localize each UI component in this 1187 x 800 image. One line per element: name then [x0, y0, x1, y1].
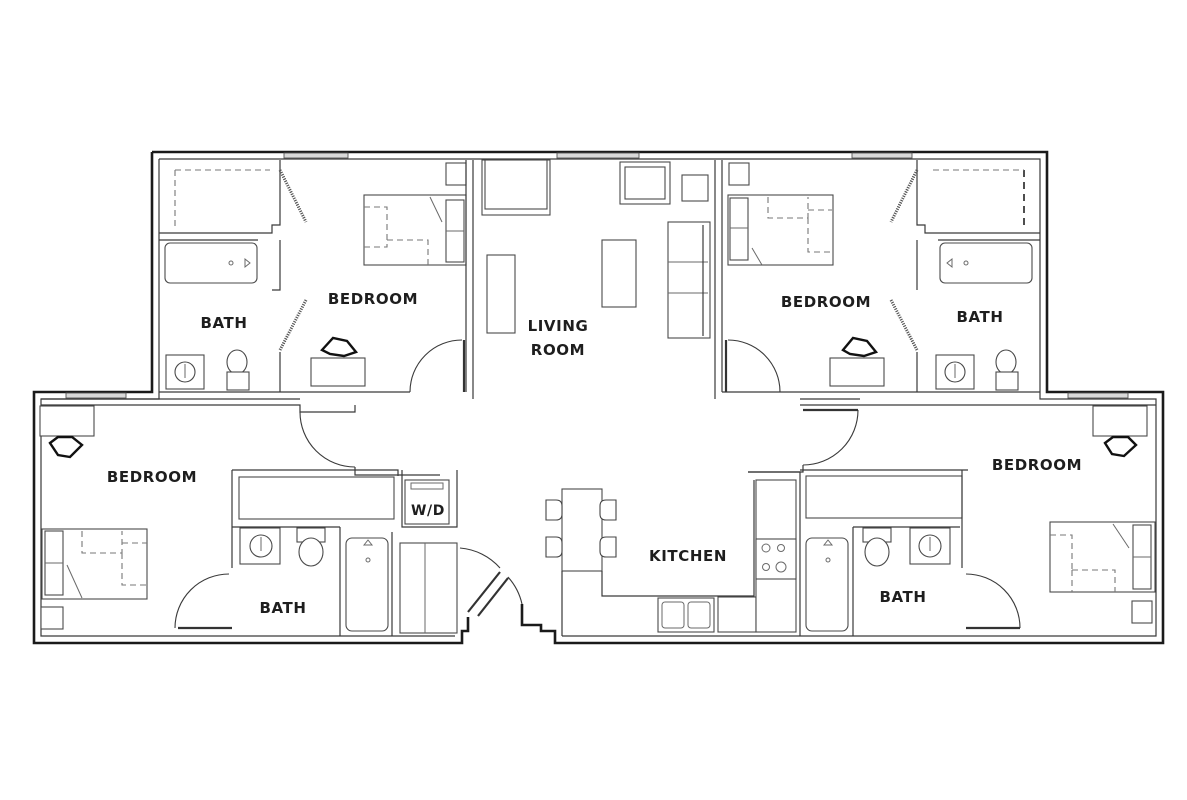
sofa	[667, 221, 711, 339]
bath-bifold-door[interactable]	[278, 299, 308, 351]
side-table	[681, 174, 709, 202]
bath-door[interactable]	[965, 573, 1021, 629]
suite-bottom-right: BATH BEDROOM	[800, 405, 1156, 636]
room-label-bedroom: BEDROOM	[992, 456, 1082, 474]
desk	[310, 357, 366, 387]
exterior-walls	[32, 150, 1165, 645]
desk	[39, 405, 95, 437]
closet-bifold-door[interactable]	[278, 169, 308, 223]
suite-top-right: BEDROOM BATH	[714, 160, 1040, 399]
room-label-bath: BATH	[879, 588, 926, 606]
toilet	[226, 349, 248, 375]
desk	[1092, 405, 1148, 437]
chair	[545, 536, 563, 558]
room-label-bath: BATH	[200, 314, 247, 332]
chair	[599, 536, 617, 558]
desk-chair	[841, 336, 879, 358]
room-label-bedroom: BEDROOM	[781, 293, 871, 311]
living-room: LIVING ROOM	[481, 159, 711, 359]
nightstand	[40, 606, 64, 630]
room-label-bedroom: BEDROOM	[328, 290, 418, 308]
dining-table	[561, 488, 603, 572]
bathtub	[345, 537, 389, 632]
toilet	[995, 349, 1017, 375]
nightstand	[445, 162, 467, 186]
closet-bifold-door[interactable]	[889, 169, 919, 223]
desk	[829, 357, 885, 387]
bedroom-door[interactable]	[409, 339, 463, 393]
bedroom-door-bottom-right[interactable]	[802, 409, 859, 466]
bathtub	[939, 242, 1033, 284]
entry-door-left[interactable]	[467, 571, 501, 613]
linen-closet	[399, 542, 458, 634]
bedroom-door[interactable]	[727, 339, 781, 393]
kitchen: KITCHEN	[545, 471, 801, 636]
toilet	[298, 537, 324, 567]
coffee-table	[601, 239, 637, 308]
stove	[755, 538, 797, 580]
room-label-living: LIVING	[528, 317, 589, 335]
windows	[65, 152, 1129, 399]
bathtub	[805, 537, 849, 632]
room-label-bath: BATH	[956, 308, 1003, 326]
toilet	[864, 537, 890, 567]
bedroom-door-bottom-left[interactable]	[299, 411, 356, 468]
chair	[599, 499, 617, 521]
suite-top-left: BATH BEDROOM	[159, 160, 474, 399]
bath-door[interactable]	[174, 573, 230, 629]
desk-chair	[48, 435, 84, 459]
room-label-bedroom: BEDROOM	[107, 468, 197, 486]
room-label-kitchen: KITCHEN	[649, 547, 727, 565]
bathtub	[164, 242, 258, 284]
bath-bifold-door[interactable]	[889, 299, 919, 351]
console-table	[486, 254, 516, 334]
chair	[545, 499, 563, 521]
closet	[238, 476, 395, 520]
room-label-bath: BATH	[259, 599, 306, 617]
nightstand	[1131, 600, 1153, 624]
room-label-living-2: ROOM	[531, 341, 585, 359]
entry-door-right[interactable]	[477, 577, 509, 617]
closet	[805, 475, 963, 519]
nightstand	[728, 162, 750, 186]
suite-bottom-left: BEDROOM BATH W/D	[39, 405, 523, 636]
hall-doors	[41, 398, 1156, 476]
room-label-laundry: W/D	[411, 503, 445, 519]
dishwasher	[717, 596, 757, 633]
desk-chair	[1103, 435, 1138, 458]
desk-chair	[320, 336, 359, 358]
